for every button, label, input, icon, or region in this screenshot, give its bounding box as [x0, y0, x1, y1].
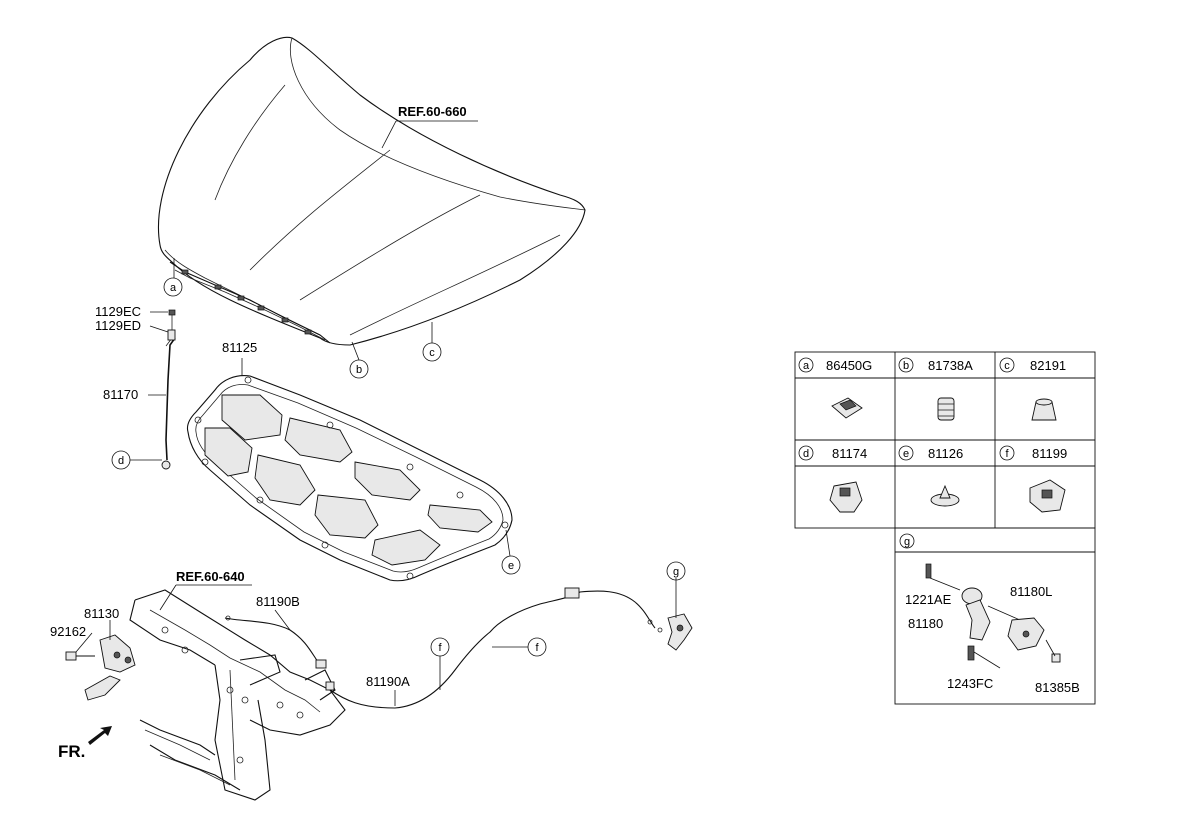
legend-part-81180: 81180	[908, 616, 943, 631]
hood-insulator	[186, 375, 513, 582]
hood-latch-81130	[84, 634, 136, 701]
svg-text:c: c	[429, 347, 435, 359]
legend-part-86450g: 86450G	[826, 358, 872, 373]
svg-text:g: g	[673, 566, 679, 578]
legend-cell-a: a 86450G	[798, 357, 872, 373]
svg-text:f: f	[438, 642, 442, 654]
ref-carrier-label: REF.60-640	[176, 569, 245, 584]
legend-cell-d: d 81174	[798, 445, 867, 461]
svg-text:f: f	[535, 642, 539, 654]
svg-text:c: c	[1004, 360, 1010, 372]
part-81170-label: 81170	[103, 387, 138, 402]
circle-marker-f-1: f	[430, 637, 450, 657]
clip-81174-icon	[829, 481, 863, 513]
legend-part-81385b: 81385B	[1035, 680, 1080, 695]
hood-stay-rod	[161, 309, 176, 470]
circle-marker-f-2: f	[527, 637, 547, 657]
svg-text:b: b	[903, 360, 909, 372]
part-92162-label: 92162	[50, 624, 86, 639]
ref-hood-label: REF.60-660	[398, 104, 467, 119]
bolt-92162	[65, 651, 95, 661]
legend-cell-c: c 82191	[999, 357, 1066, 373]
svg-text:f: f	[1005, 448, 1009, 460]
circle-marker-a: a	[163, 277, 183, 297]
clip-86450g-icon	[831, 397, 863, 419]
svg-text:d: d	[803, 448, 809, 460]
svg-text:e: e	[903, 448, 909, 460]
legend-part-1221ae: 1221AE	[905, 592, 952, 607]
circle-marker-e: e	[501, 555, 521, 575]
radiator-support	[129, 589, 346, 801]
part-81190b-label: 81190B	[256, 594, 300, 609]
latch-assembly-icon	[925, 563, 1061, 669]
release-cable-81190b	[224, 615, 335, 691]
circle-marker-c: c	[422, 342, 442, 362]
clamp-81199-icon	[1029, 479, 1066, 513]
circle-marker-g: g	[666, 561, 686, 581]
circle-marker-d: d	[111, 450, 131, 470]
legend-part-81126: 81126	[928, 446, 963, 461]
legend-table: a 86450G b 81738A c 82191	[794, 351, 1096, 705]
legend-part-1243fc: 1243FC	[947, 676, 993, 691]
part-1129ec-label: 1129EC	[95, 304, 141, 319]
legend-part-81180l: 81180L	[1010, 584, 1052, 599]
svg-text:a: a	[803, 360, 810, 372]
leader-lines	[75, 120, 677, 706]
legend-cell-f: f 81199	[999, 445, 1067, 461]
front-arrow-icon	[88, 726, 112, 745]
front-direction-label: FR.	[58, 742, 85, 761]
bumper-81738a-icon	[937, 397, 955, 421]
legend-cell-g: g	[899, 533, 915, 549]
svg-text:a: a	[170, 282, 177, 294]
legend-part-81199: 81199	[1032, 446, 1067, 461]
legend-part-82191: 82191	[1030, 358, 1066, 373]
svg-text:e: e	[508, 560, 514, 572]
part-1129ed-label: 1129ED	[95, 318, 141, 333]
circle-marker-b: b	[349, 359, 369, 379]
part-81125-label: 81125	[222, 340, 257, 355]
hood-panel	[158, 36, 586, 346]
release-handle	[667, 613, 693, 651]
svg-text:d: d	[118, 455, 124, 467]
legend-cell-b: b 81738A	[898, 357, 973, 373]
part-81130-label: 81130	[84, 606, 119, 621]
grommet-81126-icon	[930, 484, 960, 507]
release-cable-81190a	[329, 587, 663, 709]
legend-part-81738a: 81738A	[928, 358, 973, 373]
svg-text:b: b	[356, 364, 362, 376]
legend-cell-e: e 81126	[898, 445, 963, 461]
part-81190a-label: 81190A	[366, 674, 410, 689]
legend-part-81174: 81174	[832, 446, 867, 461]
stopper-82191-icon	[1031, 398, 1057, 421]
svg-text:g: g	[904, 536, 910, 548]
